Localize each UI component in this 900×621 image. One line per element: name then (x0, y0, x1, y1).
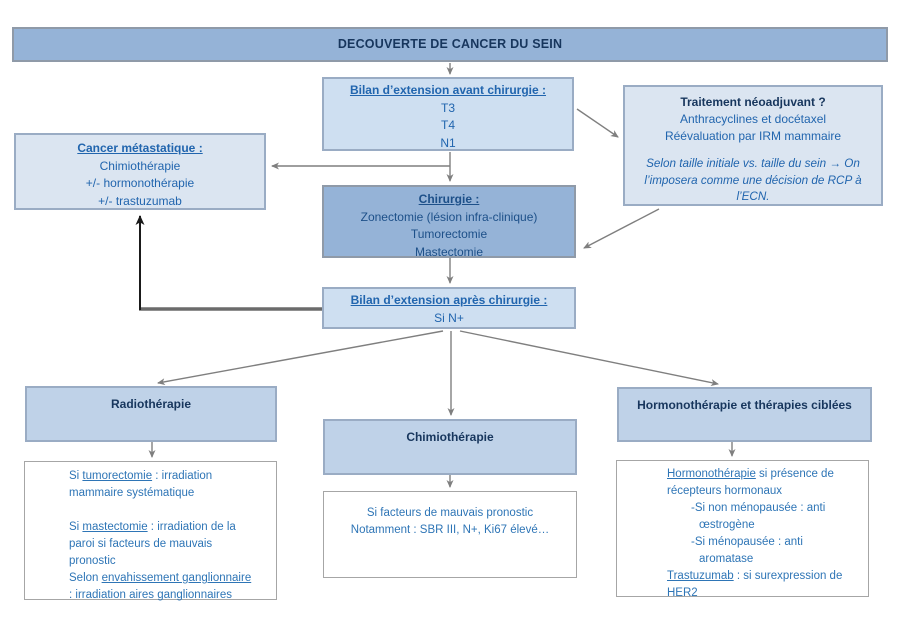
node-bilan-avant-line: T3 (440, 100, 455, 115)
detail-line: paroi si facteurs de mauvais (69, 538, 213, 550)
node-chirurgie: Chirurgie : Zonectomie (lésion infra-cli… (322, 185, 576, 259)
node-cancer-metastatique-title: Cancer métastatique : (77, 141, 203, 155)
detail-line: Hormonothérapie si présence de (667, 468, 834, 480)
node-traitement-note: Selon taille initiale vs. taille du sein… (644, 157, 862, 203)
detail-line: récepteurs hormonaux (667, 485, 783, 497)
detail-line: Selon envahissement ganglionnaire (69, 572, 252, 584)
node-bilan-avant-line: T4 (440, 118, 455, 132)
node-cancer-metastatique-line: Chimiothérapie (99, 158, 181, 173)
detail-line: Si facteurs de mauvais pronostic (366, 507, 534, 519)
node-traitement-neoadjuvant: Traitement néoadjuvant ? Anthracyclines … (623, 85, 883, 206)
node-cancer-metastatique-line: +/- hormonothérapie (85, 176, 195, 190)
node-chirurgie-line: Mastectomie (414, 244, 484, 259)
detail-line: aromatase (699, 553, 754, 565)
detail-line: pronostic (69, 555, 116, 567)
detail-line (69, 502, 270, 519)
node-bilan-apres-line: Si N+ (434, 310, 464, 325)
node-traitement-line: Anthracyclines et docétaxel (679, 112, 827, 126)
connector-traitement-neoadjuvant-to-chirurgie (583, 208, 660, 249)
node-cancer-metastatique: Cancer métastatique : Chimiothérapie +/-… (14, 133, 266, 210)
diagram-title: DECOUVERTE DE CANCER DU SEIN (337, 37, 563, 51)
detail-line: HER2 (667, 587, 698, 599)
node-bilan-avant-line: N1 (440, 135, 456, 150)
detail-line: : irradiation aires ganglionnaires (69, 589, 233, 601)
node-radiotherapie-header: Radiothérapie (25, 386, 277, 442)
detail-line: -Si non ménopausée : anti (691, 502, 826, 514)
node-hormonotherapie-header: Hormonothérapie et thérapies ciblées (617, 387, 872, 442)
node-traitement-line: Réévaluation par IRM mammaire (664, 129, 842, 143)
connector-bilan-apres-to-radiotherapie (157, 330, 444, 386)
detail-line: Si tumorectomie : irradiation (69, 470, 213, 482)
connector-bilan-apres-to-hormonotherapie (459, 330, 719, 387)
chimiotherapie-label: Chimiothérapie (406, 430, 494, 444)
radiotherapie-label: Radiothérapie (110, 397, 191, 411)
node-chirurgie-title: Chirurgie : (418, 192, 480, 206)
node-bilan-apres-title: Bilan d’extension après chirurgie : (350, 293, 548, 307)
detail-line: Notamment : SBR III, N+, Ki67 élevé… (350, 524, 550, 536)
node-bilan-avant-chirurgie: Bilan d’extension avant chirurgie : T3 T… (322, 77, 574, 151)
node-title-bar: DECOUVERTE DE CANCER DU SEIN (12, 27, 888, 62)
detail-line: -Si ménopausée : anti (691, 536, 803, 548)
node-traitement-title: Traitement néoadjuvant ? (680, 95, 826, 109)
node-cancer-metastatique-line: +/- trastuzumab (98, 193, 182, 208)
node-bilan-avant-title: Bilan d’extension avant chirurgie : (349, 83, 547, 97)
detail-line: œstrogène (699, 519, 755, 531)
node-chirurgie-line: Zonectomie (lésion infra-clinique) (360, 209, 538, 224)
connector-bilan-avant-to-traitement-neoadjuvant (576, 108, 619, 138)
node-radiotherapie-detail: Si tumorectomie : irradiation mammaire sy… (24, 461, 277, 601)
detail-line: Trastuzumab : si surexpression de (667, 570, 843, 582)
node-hormonotherapie-detail: Hormonothérapie si présence de récepteurs… (616, 460, 869, 599)
node-bilan-apres-chirurgie: Bilan d’extension après chirurgie : Si N… (322, 287, 576, 329)
node-chimiotherapie-header: Chimiothérapie (323, 419, 577, 475)
detail-line: mammaire systématique (69, 487, 195, 499)
detail-line: Si mastectomie : irradiation de la (69, 521, 236, 533)
node-chirurgie-line: Tumorectomie (410, 227, 488, 241)
hormonotherapie-label: Hormonothérapie et thérapies ciblées (637, 398, 852, 412)
